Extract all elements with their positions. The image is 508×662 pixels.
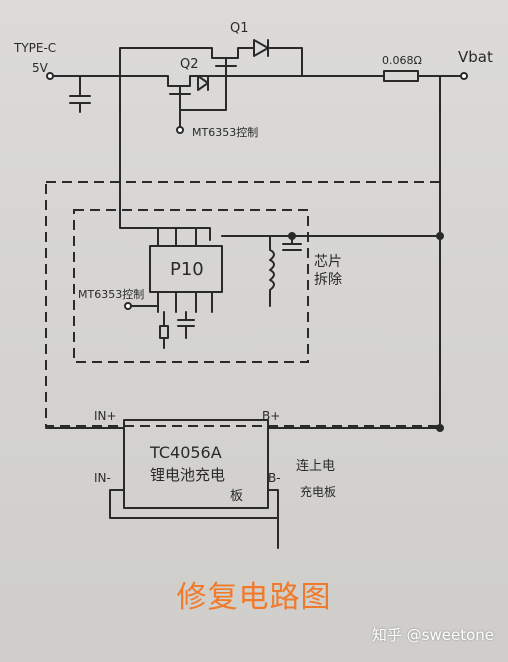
input-capacitor bbox=[69, 75, 91, 113]
mt6353-left-label: MT6353控制 bbox=[78, 287, 144, 301]
board-ground-wire bbox=[109, 489, 279, 549]
tc-desc-line1: 锂电池充电 bbox=[150, 466, 225, 484]
p10-label: P10 bbox=[170, 259, 204, 280]
b-minus-label: B- bbox=[268, 471, 281, 485]
battery-note-line2: 充电板 bbox=[300, 484, 336, 499]
q2-wire bbox=[119, 75, 303, 87]
outer-dashed-box bbox=[45, 181, 441, 427]
in-minus-label: IN- bbox=[94, 471, 111, 485]
in-plus-label: IN+ bbox=[94, 409, 117, 423]
tc-chip-label: TC4056A bbox=[149, 443, 222, 462]
q1-gate bbox=[215, 57, 237, 67]
tc-desc-line2: 板 bbox=[230, 489, 243, 504]
type-c-voltage-label: 5V bbox=[32, 61, 49, 75]
q1-label: Q1 bbox=[230, 21, 249, 36]
vbat-label: Vbat bbox=[458, 48, 493, 66]
mt6353-top-label: MT6353控制 bbox=[192, 125, 258, 139]
diagram-caption: 修复电路图 bbox=[176, 580, 332, 615]
tc4056a-board bbox=[123, 419, 269, 509]
p10-bottom-capacitor bbox=[177, 311, 195, 339]
q2-diode bbox=[197, 75, 209, 91]
type-c-label: TYPE-C bbox=[13, 41, 56, 55]
q1-wire bbox=[119, 47, 255, 77]
p10-chip bbox=[149, 245, 223, 293]
q2-gate bbox=[169, 85, 191, 129]
b-plus-label: B+ bbox=[262, 409, 280, 423]
p10-supply-wire bbox=[119, 75, 211, 241]
removed-inductor bbox=[269, 235, 275, 307]
battery-note-line1: 连上电 bbox=[296, 458, 335, 474]
q2-label: Q2 bbox=[180, 57, 199, 72]
source-watermark: 知乎 @sweetone bbox=[371, 626, 494, 644]
sense-resistor bbox=[383, 70, 419, 82]
q2-control-terminal bbox=[176, 126, 184, 134]
q1-diode bbox=[253, 39, 269, 57]
chip-removed-label: 芯片 拆除 bbox=[314, 254, 346, 288]
p10-control-terminal bbox=[124, 302, 132, 310]
vbat-terminal bbox=[460, 72, 468, 80]
resistor-value-label: 0.068Ω bbox=[382, 54, 422, 67]
inner-dashed-box bbox=[73, 209, 309, 363]
input-terminal bbox=[46, 72, 54, 80]
